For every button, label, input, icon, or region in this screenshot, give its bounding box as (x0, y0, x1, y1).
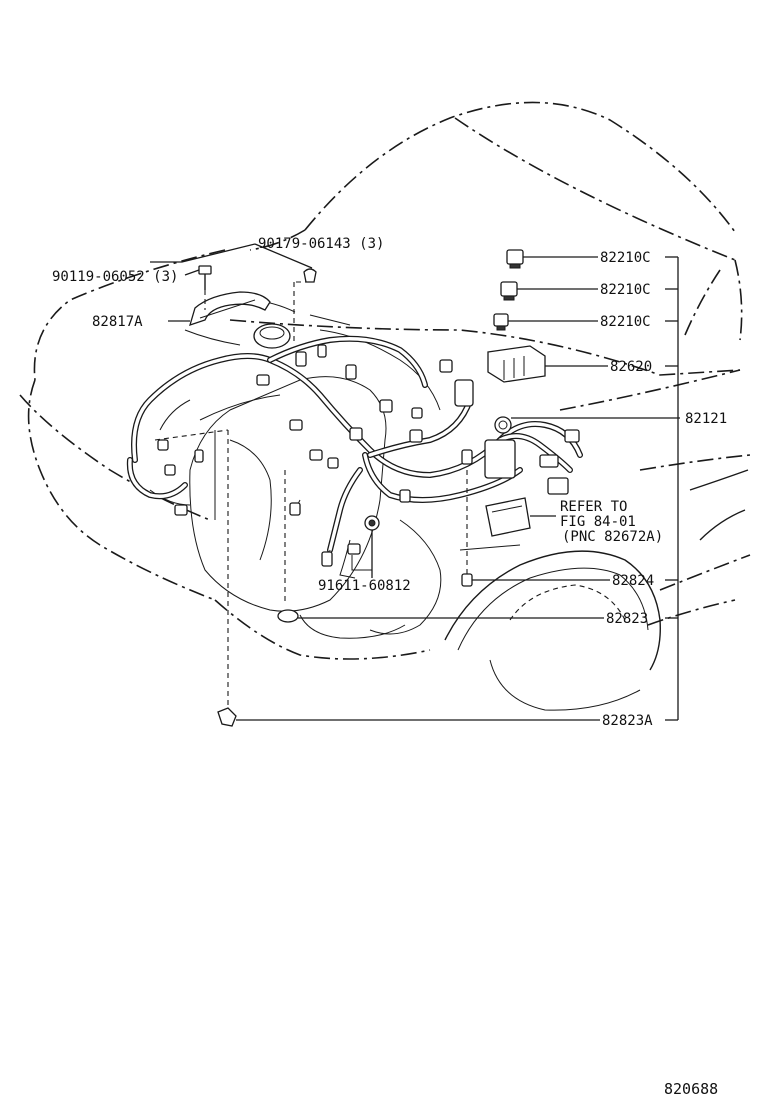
harness-connectors (157, 344, 580, 567)
clip-icon (293, 268, 317, 345)
wheel-arch (444, 469, 749, 711)
relay-icon-bottom (493, 313, 509, 331)
label-90179-06143: 90179-06143 (3) (258, 236, 384, 252)
label-82817A: 82817A (92, 314, 143, 330)
label-91611-60812: 91611-60812 (318, 578, 411, 594)
label-82620: 82620 (610, 359, 652, 375)
wire-harness-82121 (126, 314, 583, 579)
reservoir-cap (253, 323, 291, 349)
relay-icon-top (506, 249, 524, 269)
label-82210C-bottom: 82210C (600, 314, 651, 330)
bolt-icon (198, 265, 212, 310)
label-82823: 82823 (606, 611, 648, 627)
leader-lines (150, 243, 680, 721)
label-refer-fig: FIG 84-01 (560, 514, 636, 530)
label-refer-pnc: (PNC 82672A) (562, 529, 663, 545)
dashed-guides (154, 429, 286, 605)
bracket-82817A-shape (189, 291, 271, 327)
junction-block-icon (487, 345, 546, 383)
grommet-82823-icon (277, 609, 299, 623)
label-82823A: 82823A (602, 713, 653, 729)
ecu-icon (485, 497, 531, 537)
clamp-icon (351, 515, 380, 571)
harness-grommet-icon (494, 416, 512, 434)
label-refer-to: REFER TO (560, 499, 627, 515)
label-82210C-top: 82210C (600, 250, 651, 266)
label-90119-06052: 90119-06052 (3) (52, 269, 178, 285)
bracket-82824-icon (461, 470, 473, 587)
label-82121: 82121 (685, 411, 727, 427)
label-82824: 82824 (612, 573, 654, 589)
car-body-outline (19, 101, 751, 660)
label-82210C-middle: 82210C (600, 282, 651, 298)
figure-number: 820688 (664, 1080, 718, 1098)
clip-82823A-icon (217, 430, 237, 727)
relay-icon-middle (500, 281, 518, 301)
